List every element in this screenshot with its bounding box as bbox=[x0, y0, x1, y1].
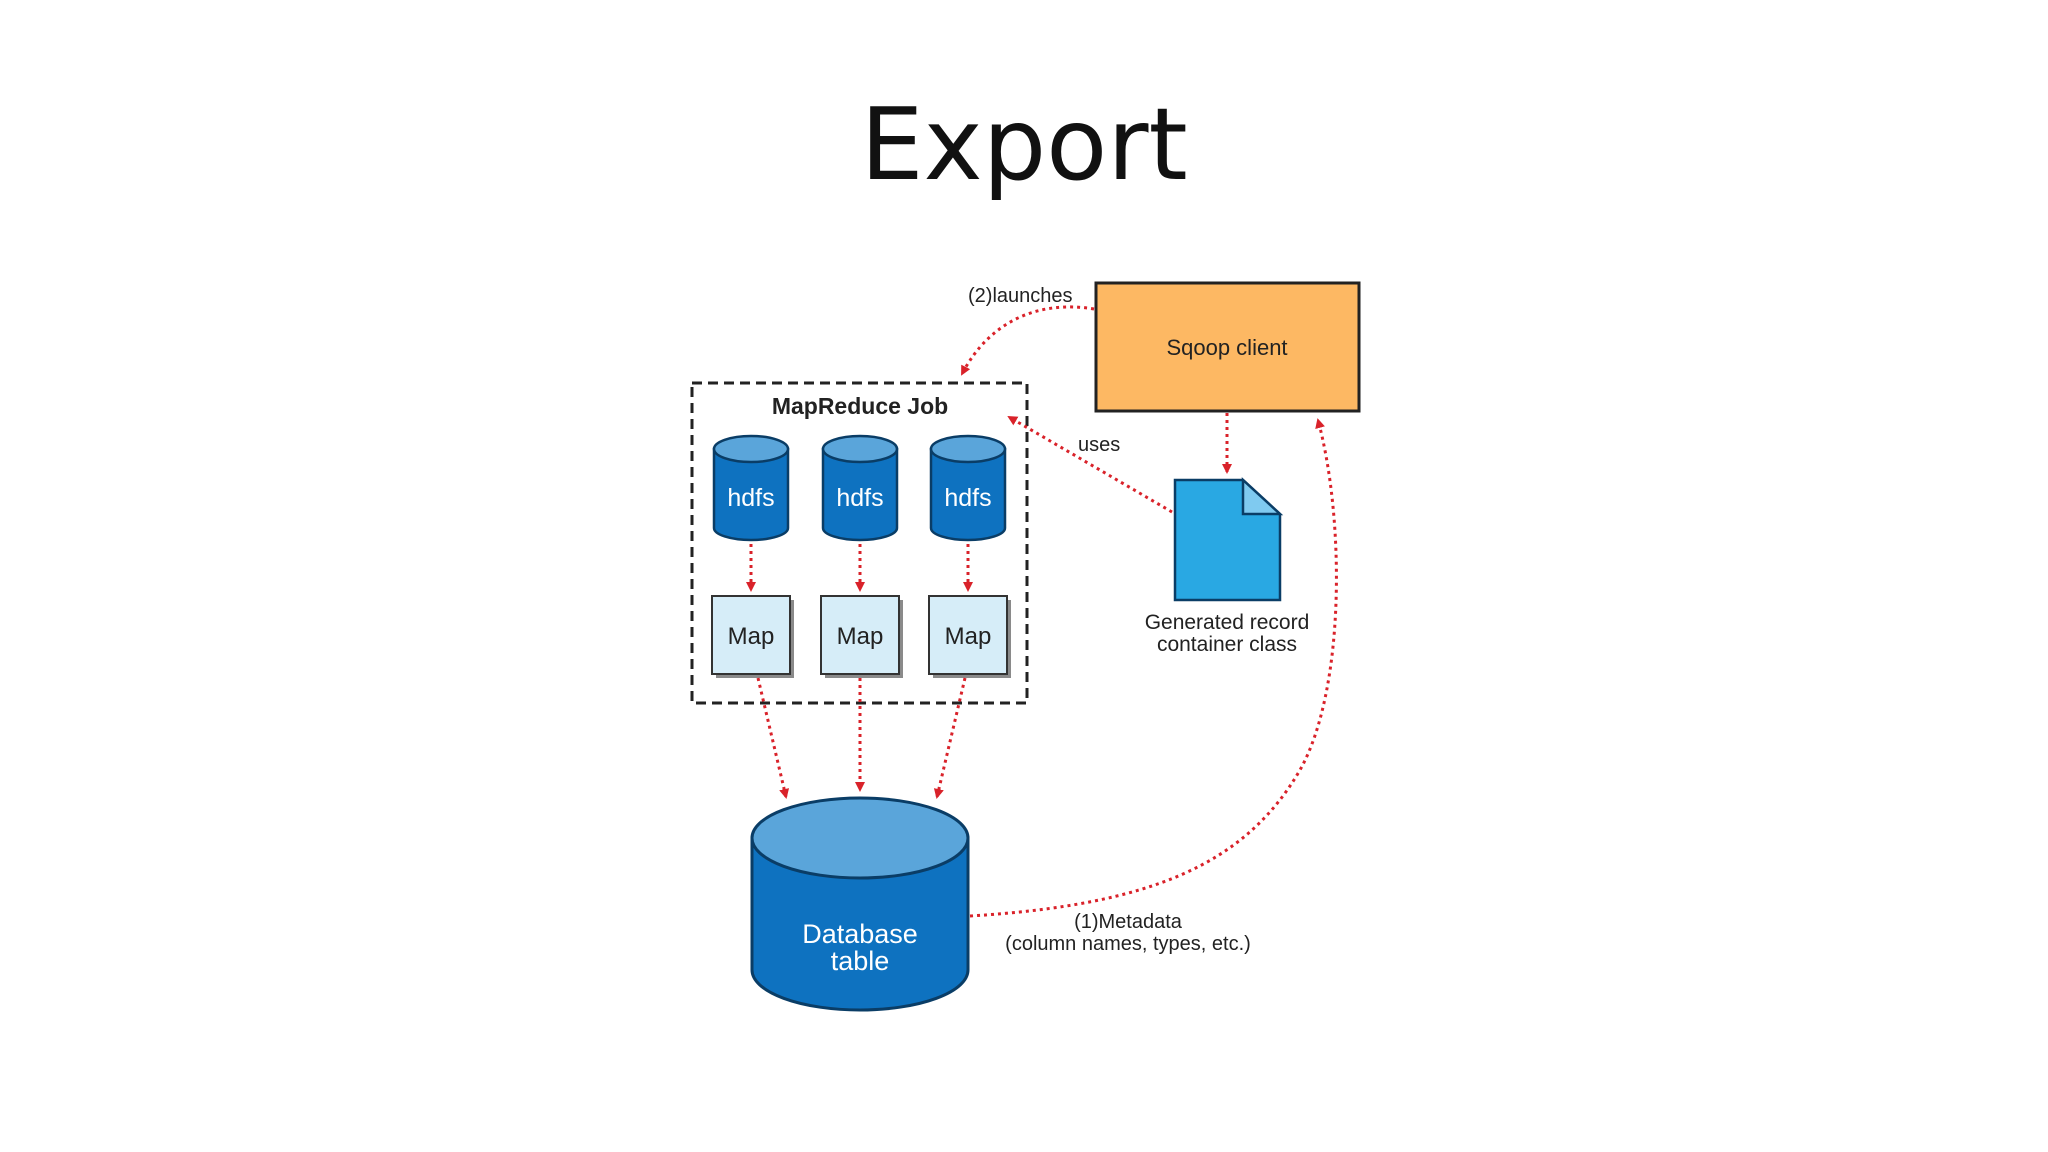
uses-arrow bbox=[1007, 415, 1173, 514]
uses-label: uses bbox=[1078, 434, 1120, 456]
sqoop-client-label: Sqoop client bbox=[1166, 335, 1287, 360]
map-box-2: Map bbox=[820, 595, 903, 678]
launches-arrow bbox=[960, 305, 1095, 376]
metadata-label-line-2: (column names, types, etc.) bbox=[1005, 933, 1251, 955]
record-class-label-line-1: Generated record bbox=[1145, 611, 1310, 634]
launches-label: (2)launches bbox=[968, 285, 1073, 307]
mapreduce-job-label: MapReduce Job bbox=[772, 393, 948, 419]
hdfs-cylinder-2: hdfs bbox=[821, 434, 899, 542]
hdfs-cylinder-1: hdfs bbox=[712, 434, 790, 542]
hdfs-label: hdfs bbox=[836, 484, 883, 512]
hdfs-cylinder-3: hdfs bbox=[929, 434, 1007, 542]
map-to-database-arrow bbox=[756, 677, 790, 799]
map-label: Map bbox=[945, 623, 992, 650]
mapreduce-job-box: MapReduce Job bbox=[690, 381, 1029, 705]
map-to-database-arrow bbox=[933, 677, 967, 799]
metadata-label-line-1: (1)Metadata bbox=[1074, 911, 1183, 933]
database-label-line-1: Database bbox=[802, 919, 918, 949]
map-label: Map bbox=[728, 623, 775, 650]
hdfs-label: hdfs bbox=[944, 484, 991, 512]
database-table-cylinder: Database table bbox=[750, 796, 970, 1012]
map-box-1: Map bbox=[711, 595, 794, 678]
map-box-3: Map bbox=[928, 595, 1011, 678]
database-label-line-2: table bbox=[831, 946, 890, 976]
record-class-document-icon bbox=[1173, 477, 1284, 602]
sqoop-client-box: Sqoop client bbox=[1094, 281, 1361, 413]
record-class-label-line-2: container class bbox=[1157, 633, 1297, 656]
hdfs-label: hdfs bbox=[727, 484, 774, 512]
metadata-arrow bbox=[969, 418, 1338, 918]
map-label: Map bbox=[837, 623, 884, 650]
slide-title: Export bbox=[860, 86, 1188, 203]
